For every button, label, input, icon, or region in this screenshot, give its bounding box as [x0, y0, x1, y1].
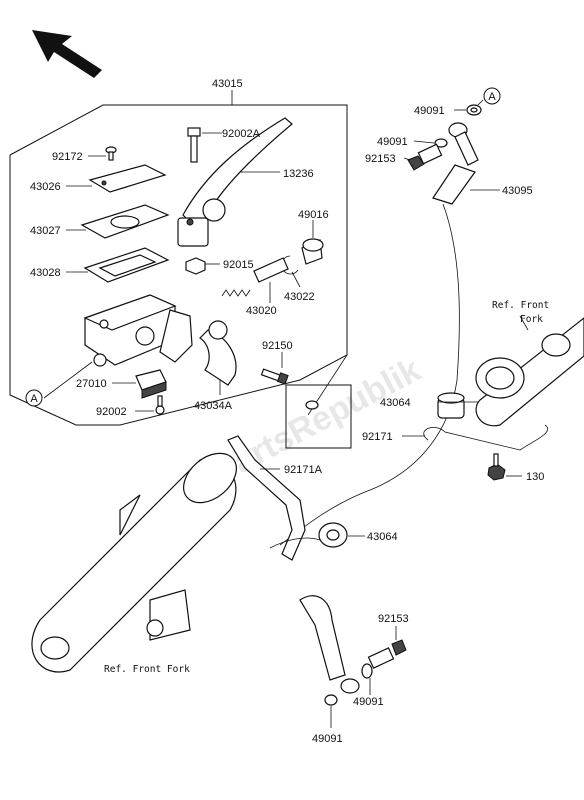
screw-92002	[155, 395, 165, 415]
banjo-bolt-92153-upper	[407, 143, 443, 171]
svg-text:A: A	[30, 393, 38, 405]
label-43015: 43015	[212, 78, 243, 90]
bolt-92150	[260, 368, 289, 385]
clamp-43034a	[199, 320, 237, 386]
connection-marker-a-left: A	[25, 389, 43, 407]
nut-92015	[185, 257, 206, 275]
label-92171a: 92171A	[284, 464, 323, 476]
label-92015: 92015	[223, 259, 254, 271]
bracket-92171a	[227, 435, 306, 561]
hose-lower	[299, 595, 346, 681]
banjo-bolt-92153-lower	[367, 639, 407, 669]
svg-text:A: A	[488, 91, 496, 103]
bolt-130	[487, 453, 506, 481]
label-43028: 43028	[30, 267, 61, 279]
label-92153-upper: 92153	[365, 153, 396, 165]
label-49091-top: 49091	[414, 105, 445, 117]
label-49091-second: 49091	[377, 136, 408, 148]
arrow-up-left-icon	[32, 30, 102, 78]
label-27010: 27010	[76, 378, 107, 390]
label-49016: 49016	[298, 209, 329, 221]
switch-27010	[135, 369, 167, 399]
reservoir-body	[83, 294, 193, 367]
front-fork-left	[31, 452, 237, 673]
sub-box	[285, 384, 352, 449]
label-49091-lower-right: 49091	[353, 696, 384, 708]
label-43064-lower: 43064	[367, 531, 398, 543]
lever-pivot	[177, 198, 226, 247]
label-43022: 43022	[284, 291, 315, 303]
washer-49091-lower-right	[361, 663, 373, 679]
bolt-92002a	[187, 127, 201, 163]
front-fork-right	[475, 317, 584, 427]
hose-43095	[432, 164, 476, 205]
label-49091-lower-left: 49091	[312, 733, 343, 745]
label-43020: 43020	[246, 305, 277, 317]
label-92002a: 92002A	[222, 128, 261, 140]
banjo-fitting-lower	[340, 678, 360, 694]
connection-marker-a-right: A	[483, 87, 501, 105]
cap-43026	[88, 164, 167, 193]
ref-front-fork-right-line2: Fork	[520, 314, 543, 325]
label-92171: 92171	[362, 431, 393, 443]
screw-92172	[105, 146, 117, 161]
ref-front-fork-right-line1: Ref. Front	[492, 300, 549, 311]
leader-lines	[43, 90, 529, 728]
label-92002: 92002	[96, 406, 127, 418]
label-130: 130	[526, 471, 544, 483]
ref-front-fork-left: Ref. Front Fork	[104, 664, 190, 675]
piston-43020	[221, 257, 289, 297]
washer-49091-top	[466, 104, 482, 116]
label-43095: 43095	[502, 185, 533, 197]
label-43064-upper: 43064	[380, 397, 411, 409]
label-43027: 43027	[30, 225, 61, 237]
label-92150: 92150	[262, 340, 293, 352]
label-43026: 43026	[30, 181, 61, 193]
grommet-43064-lower	[318, 522, 348, 548]
washer-49091-second	[434, 138, 448, 148]
banjo-fitting-upper	[448, 122, 479, 166]
o-ring	[305, 400, 319, 410]
grommet-43064-upper	[437, 392, 465, 419]
brake-line	[279, 203, 460, 546]
boot-49016	[301, 238, 324, 265]
label-92172: 92172	[52, 151, 83, 163]
clip-92171	[423, 424, 548, 451]
label-43034a: 43034A	[194, 400, 233, 412]
label-13236: 13236	[283, 168, 314, 180]
washer-49091-lower-left	[324, 694, 338, 706]
label-92153-lower: 92153	[378, 613, 409, 625]
